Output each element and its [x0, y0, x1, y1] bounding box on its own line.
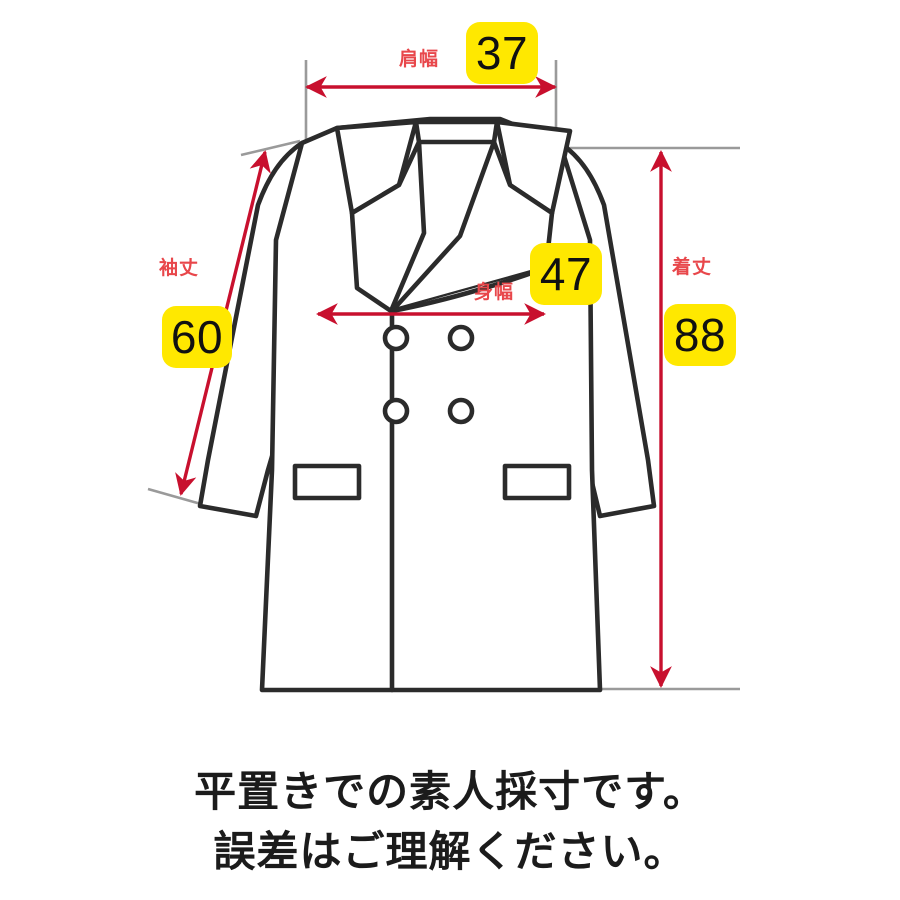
left-pocket-flap	[292, 463, 362, 501]
measure-value-shoulder: 37	[466, 22, 538, 84]
guide-sleeve-bottom	[147, 487, 209, 508]
measure-label-length: 着丈	[672, 257, 713, 278]
collar-band	[413, 119, 500, 145]
disclaimer-line-2: 誤差はご理解ください。	[213, 827, 687, 875]
button-top-left	[382, 324, 410, 352]
coat-outline	[197, 116, 657, 693]
disclaimer-line-1: 平置きでの素人採寸です。	[194, 768, 706, 815]
button-bottom-right	[447, 397, 475, 425]
measure-value-bodywidth: 47	[530, 243, 602, 305]
left-lapel	[349, 139, 427, 314]
button-bottom-left	[382, 397, 410, 425]
disclaimer-caption: 平置きでの素人採寸です。 誤差はご理解ください。	[0, 762, 900, 881]
measure-value-length: 88	[664, 304, 736, 366]
measure-label-shoulder: 肩幅	[399, 49, 440, 70]
button-top-right	[447, 324, 475, 352]
measure-value-sleeve: 60	[162, 306, 232, 368]
measure-label-sleeve: 袖丈	[159, 258, 200, 279]
measure-label-bodywidth: 身幅	[474, 282, 515, 303]
right-pocket-flap	[502, 463, 572, 501]
